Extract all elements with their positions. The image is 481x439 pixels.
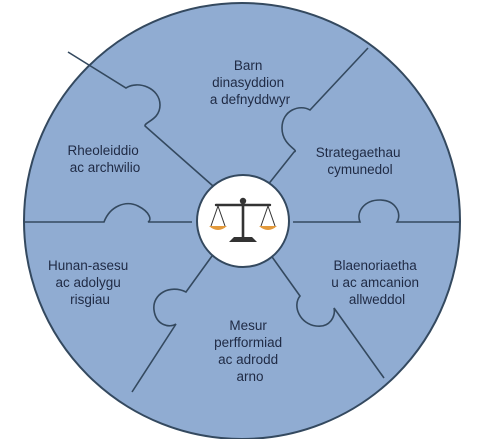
segment-label-upper-right: Strategaethau cymunedol bbox=[316, 145, 405, 177]
left-pan bbox=[209, 226, 227, 230]
divider-top-left bbox=[67, 51, 214, 187]
divider-bottom-left bbox=[131, 255, 213, 393]
segment-label-top: Barn dinasyddion a defnyddwyr bbox=[210, 58, 291, 107]
puzzle-dividers bbox=[24, 47, 459, 393]
divider-left bbox=[24, 202, 192, 223]
right-pan bbox=[259, 226, 277, 230]
segment-label-upper-left: Rheoleiddio ac archwilio bbox=[67, 143, 142, 175]
divider-bottom-right bbox=[269, 253, 385, 379]
segment-label-lower-right: Blaenoriaetha u ac amcanion allweddol bbox=[331, 258, 423, 307]
segment-label-lower-left: Hunan-asesu ac adolygu risgiau bbox=[48, 258, 132, 307]
divider-right bbox=[293, 199, 459, 223]
segment-label-bottom: Mesur perfformiad ac adrodd arno bbox=[214, 318, 286, 384]
divider-top-right bbox=[266, 47, 369, 187]
scales-of-justice-icon bbox=[209, 197, 277, 242]
